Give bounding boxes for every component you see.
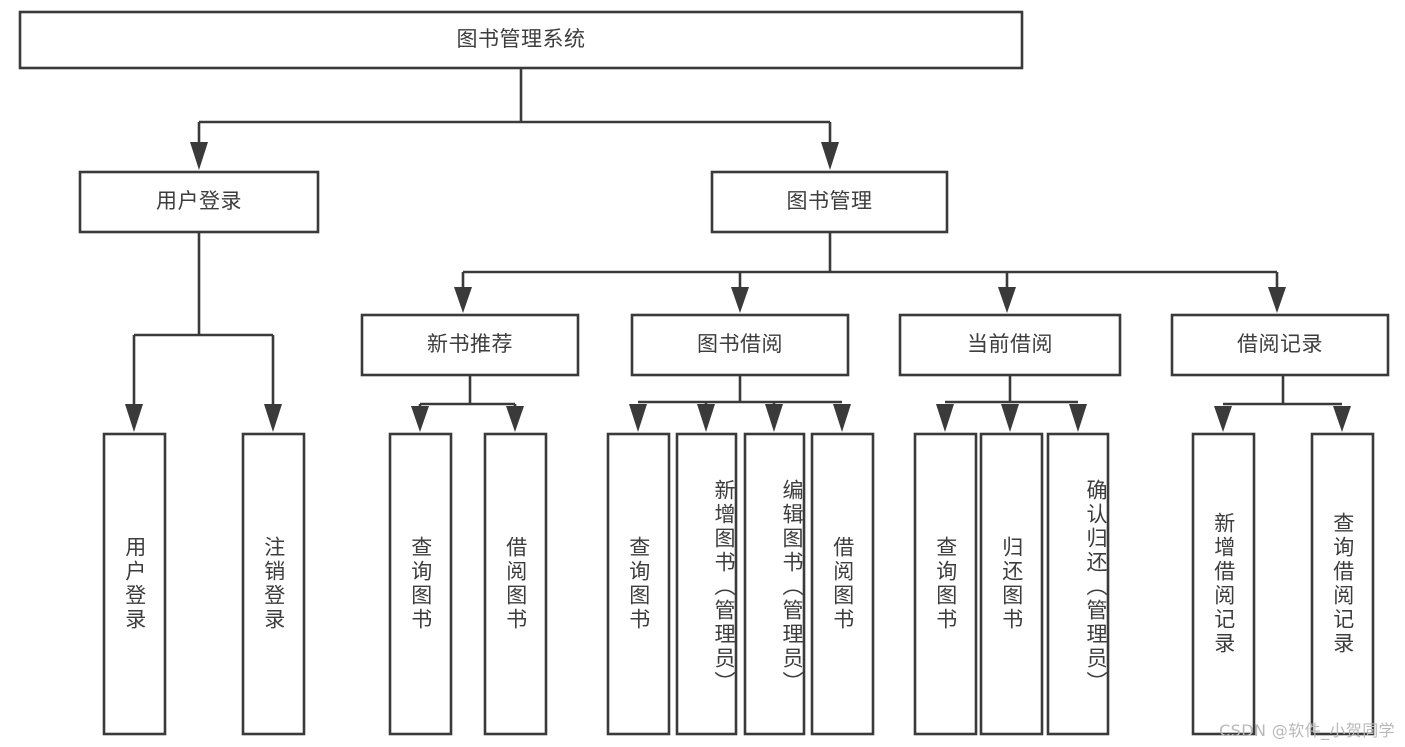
- node-box-confirm-return-admin[interactable]: [1046, 432, 1110, 736]
- connector-group-user-login: [125, 232, 282, 432]
- arrow-head-add-book-admin: [697, 404, 715, 432]
- arrow-head-borrow-book-1: [506, 406, 524, 432]
- arrow-head-book-borrow: [731, 287, 749, 313]
- arrow-head-query-borrow-record: [1333, 406, 1351, 432]
- node-box-current-borrow[interactable]: [898, 313, 1122, 377]
- connector-group-book-management: [454, 232, 1286, 313]
- arrow-head-add-borrow-record: [1214, 406, 1232, 432]
- node-box-return-book[interactable]: [979, 432, 1044, 736]
- connector-group-book-borrow: [629, 375, 851, 432]
- arrow-head-current-borrow: [998, 287, 1016, 313]
- node-box-user-login[interactable]: [78, 170, 320, 234]
- node-box-new-book-recommend[interactable]: [360, 313, 580, 377]
- node-box-book-borrow[interactable]: [630, 313, 850, 377]
- arrow-head-borrow-book-2: [833, 404, 851, 432]
- connector-group-borrow-records: [1214, 375, 1351, 432]
- arrow-head-user-login: [190, 142, 208, 170]
- arrow-head-return-book: [1001, 404, 1019, 432]
- connector-group-new-book-recommend: [411, 375, 524, 432]
- node-box-edit-book-admin[interactable]: [743, 432, 806, 736]
- node-box-user-login-do[interactable]: [102, 432, 167, 736]
- arrow-head-confirm-return-admin: [1069, 404, 1087, 432]
- arrow-head-user-logout: [264, 404, 282, 432]
- arrow-head-book-management: [821, 142, 839, 170]
- arrow-head-user-login-do: [125, 404, 143, 432]
- node-box-user-logout[interactable]: [241, 432, 306, 736]
- node-box-add-borrow-record[interactable]: [1191, 432, 1256, 736]
- node-box-query-book-2[interactable]: [606, 432, 671, 736]
- arrow-head-query-book-2: [629, 404, 647, 432]
- node-box-add-book-admin[interactable]: [675, 432, 738, 736]
- node-box-query-borrow-record[interactable]: [1310, 432, 1375, 736]
- arrow-head-borrow-records: [1268, 287, 1286, 313]
- connector-group-root: [190, 68, 839, 170]
- arrow-head-query-book-3: [936, 404, 954, 432]
- node-box-borrow-book-1[interactable]: [483, 432, 548, 736]
- node-box-query-book-1[interactable]: [388, 432, 453, 736]
- node-box-borrow-records[interactable]: [1170, 313, 1390, 377]
- node-box-query-book-3[interactable]: [913, 432, 978, 736]
- node-box-root[interactable]: [18, 10, 1024, 70]
- arrow-head-new-book-recommend: [454, 287, 472, 313]
- node-box-borrow-book-2[interactable]: [810, 432, 875, 736]
- connector-group-current-borrow: [936, 375, 1087, 432]
- arrow-head-query-book-1: [411, 406, 429, 432]
- arrow-head-edit-book-admin: [765, 404, 783, 432]
- node-box-book-management[interactable]: [710, 170, 949, 234]
